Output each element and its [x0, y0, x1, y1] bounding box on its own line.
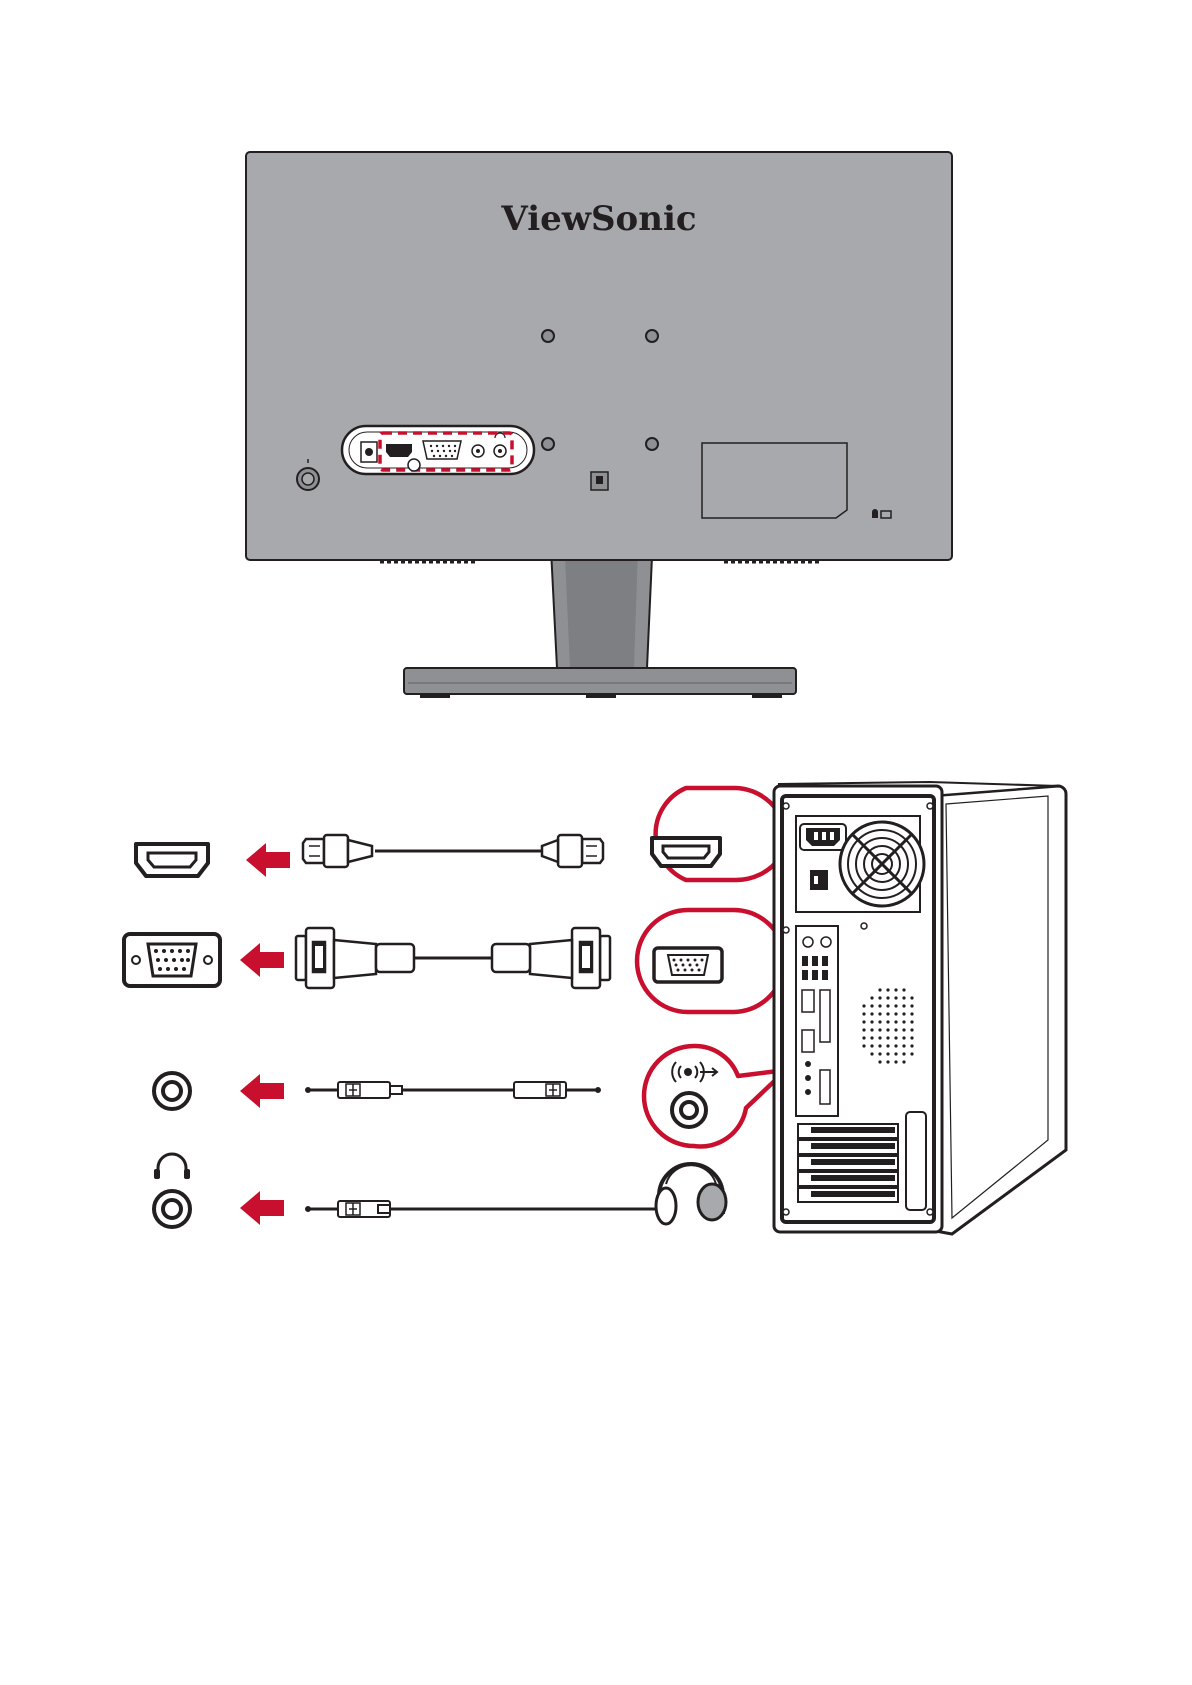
- monitor-stand-base: [404, 668, 796, 694]
- vga-port-icon: [124, 934, 220, 986]
- monitor-rear-view: ViewSonic: [246, 152, 952, 698]
- vga-cable: [296, 928, 610, 988]
- io-shield: [796, 926, 838, 1116]
- vga-port-icon: [654, 948, 722, 982]
- arrow-left-audio: [240, 1074, 284, 1108]
- pc-audio-callout: [644, 1046, 786, 1146]
- fan-icon: [840, 822, 924, 906]
- pc-side-panel: [930, 786, 1066, 1234]
- pc-audio-jack-icon: [672, 1093, 706, 1127]
- arrow-left-vga: [240, 943, 284, 977]
- audio-cable: [306, 1082, 600, 1098]
- direction-arrows: [240, 843, 290, 1225]
- headphones-icon: [656, 1164, 726, 1224]
- hdmi-cable: [303, 835, 603, 867]
- arrow-left-hdmi: [246, 843, 290, 877]
- hdmi-port-icon: [136, 844, 208, 876]
- expansion-slots: [798, 1112, 926, 1210]
- pc-tower: [774, 782, 1066, 1234]
- headphone-jack-icon: [154, 1154, 190, 1227]
- arrow-left-headphone: [240, 1191, 284, 1225]
- label-plate: [702, 443, 847, 518]
- brand-logo: ViewSonic: [500, 199, 696, 239]
- monitor-hdmi-port-icon: [386, 444, 412, 457]
- hdmi-port-icon: [652, 838, 720, 866]
- monitor-port-panel: [342, 426, 534, 474]
- monitor-side-ports: [124, 844, 220, 1227]
- power-supply: [796, 816, 924, 912]
- audio-jack-icon: [154, 1073, 190, 1109]
- headphone-cable: [306, 1201, 664, 1217]
